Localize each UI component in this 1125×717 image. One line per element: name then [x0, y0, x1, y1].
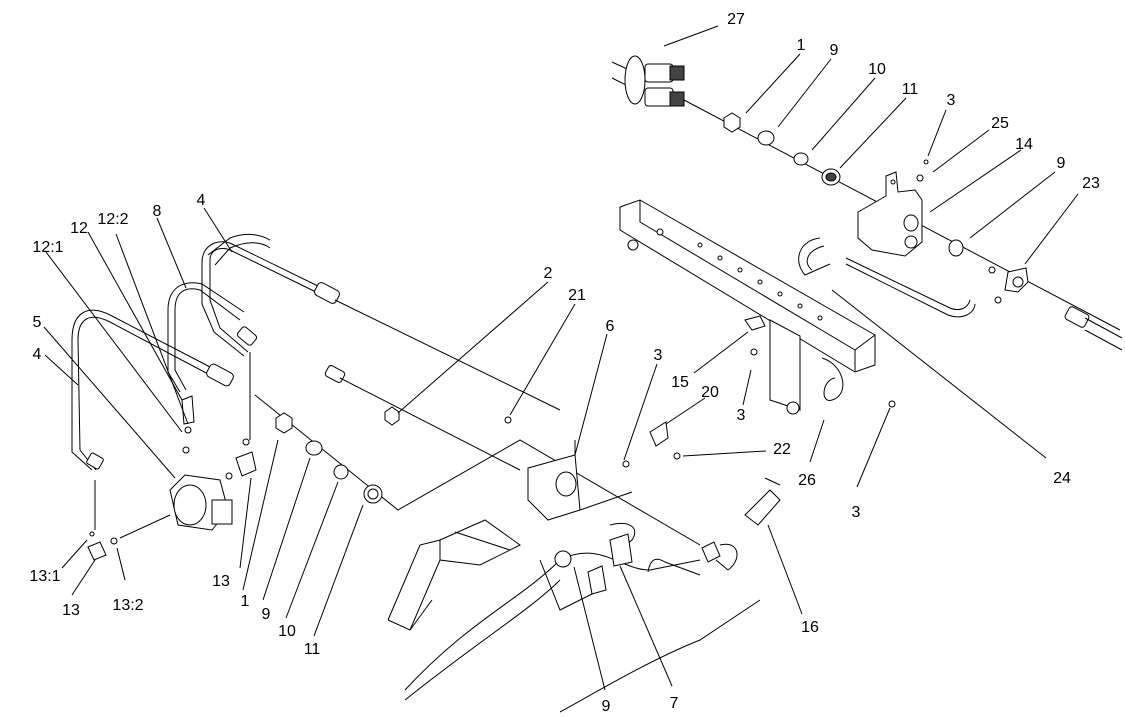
- callout-3: 3: [947, 92, 956, 109]
- callout-4: 4: [33, 346, 42, 363]
- callout-9: 9: [262, 606, 271, 623]
- callout-labels: 27 1 9 10 11 3 25 14 9 23 12 12:2 8 4 12…: [29, 11, 1100, 715]
- upper-washer-stack: [723, 112, 841, 186]
- callout-14: 14: [1015, 136, 1033, 153]
- callout-1: 1: [241, 593, 250, 610]
- callout-6: 6: [606, 318, 615, 335]
- callout-13-1: 13:1: [29, 568, 60, 585]
- callout-11: 11: [902, 81, 919, 98]
- pump-assembly: [87, 395, 257, 561]
- callout-5: 5: [33, 314, 42, 331]
- callout-12: 12: [70, 220, 88, 237]
- callout-9: 9: [830, 42, 839, 59]
- callout-26: 26: [798, 472, 816, 489]
- callout-7: 7: [670, 695, 679, 712]
- callout-8: 8: [153, 203, 162, 220]
- coupler-assembly: [611, 55, 1121, 331]
- leader-lines: [43, 25, 1079, 691]
- callout-13-2: 13:2: [112, 597, 143, 614]
- callout-3: 3: [737, 407, 746, 424]
- callout-10: 10: [868, 61, 886, 78]
- callout-16: 16: [801, 619, 819, 636]
- callout-1: 1: [797, 37, 806, 54]
- hydraulic-hoses: [71, 233, 346, 471]
- assembly-axes: [94, 299, 701, 546]
- callout-24: 24: [1053, 470, 1071, 487]
- callout-2: 2: [544, 265, 553, 282]
- lower-washer-stack: [275, 406, 512, 504]
- mounting-plate: [857, 159, 964, 257]
- frame-rail: [619, 199, 896, 415]
- tube-and-tee: [798, 237, 1123, 351]
- callout-25: 25: [991, 115, 1009, 132]
- callout-21: 21: [568, 287, 586, 304]
- callout-12-1: 12:1: [32, 239, 63, 256]
- callout-3: 3: [654, 347, 663, 364]
- callout-13: 13: [212, 573, 230, 590]
- callout-22: 22: [773, 441, 791, 458]
- callout-9: 9: [1057, 155, 1066, 172]
- callout-15: 15: [671, 374, 689, 391]
- callout-9: 9: [602, 698, 611, 715]
- bracket-and-deck: [387, 421, 781, 713]
- callout-13: 13: [62, 602, 80, 619]
- callout-3: 3: [852, 504, 861, 521]
- callout-4: 4: [197, 192, 206, 209]
- callout-20: 20: [701, 384, 719, 401]
- callout-10: 10: [278, 623, 296, 640]
- callout-23: 23: [1082, 175, 1100, 192]
- callout-27: 27: [727, 11, 745, 28]
- callout-11: 11: [304, 641, 321, 658]
- callout-12-2: 12:2: [97, 211, 128, 228]
